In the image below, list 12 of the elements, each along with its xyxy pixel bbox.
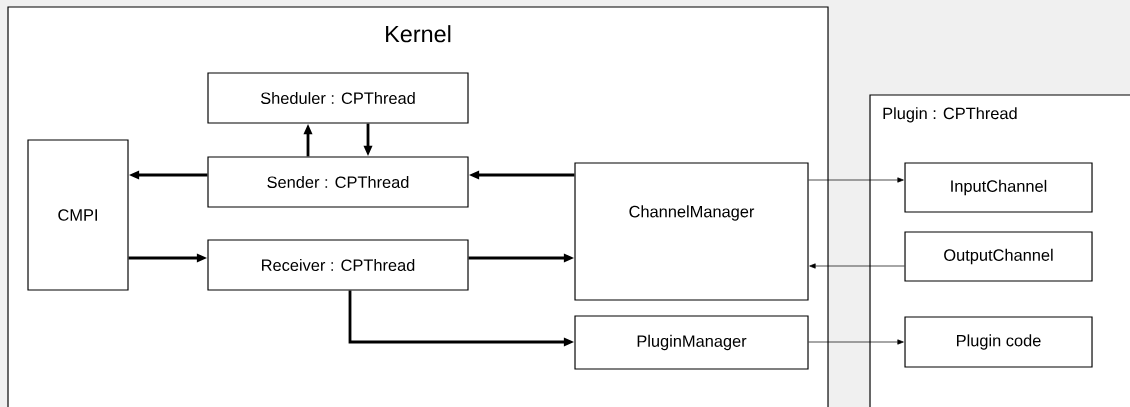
component-box: PluginManager [574,315,809,370]
component-box: Sender : CPThread [207,156,469,208]
arrow [808,177,904,183]
arrow [809,263,905,269]
component-box: CMPI [27,139,129,291]
arrow [808,339,904,345]
component-box: InputChannel [904,162,1093,213]
component-box: ChannelManager [574,162,809,301]
component-box: Plugin code [904,316,1093,368]
component-box: OutputChannel [904,231,1093,282]
component-box: Receiver : CPThread [207,239,469,291]
component-box: Sheduler : CPThread [207,72,469,124]
